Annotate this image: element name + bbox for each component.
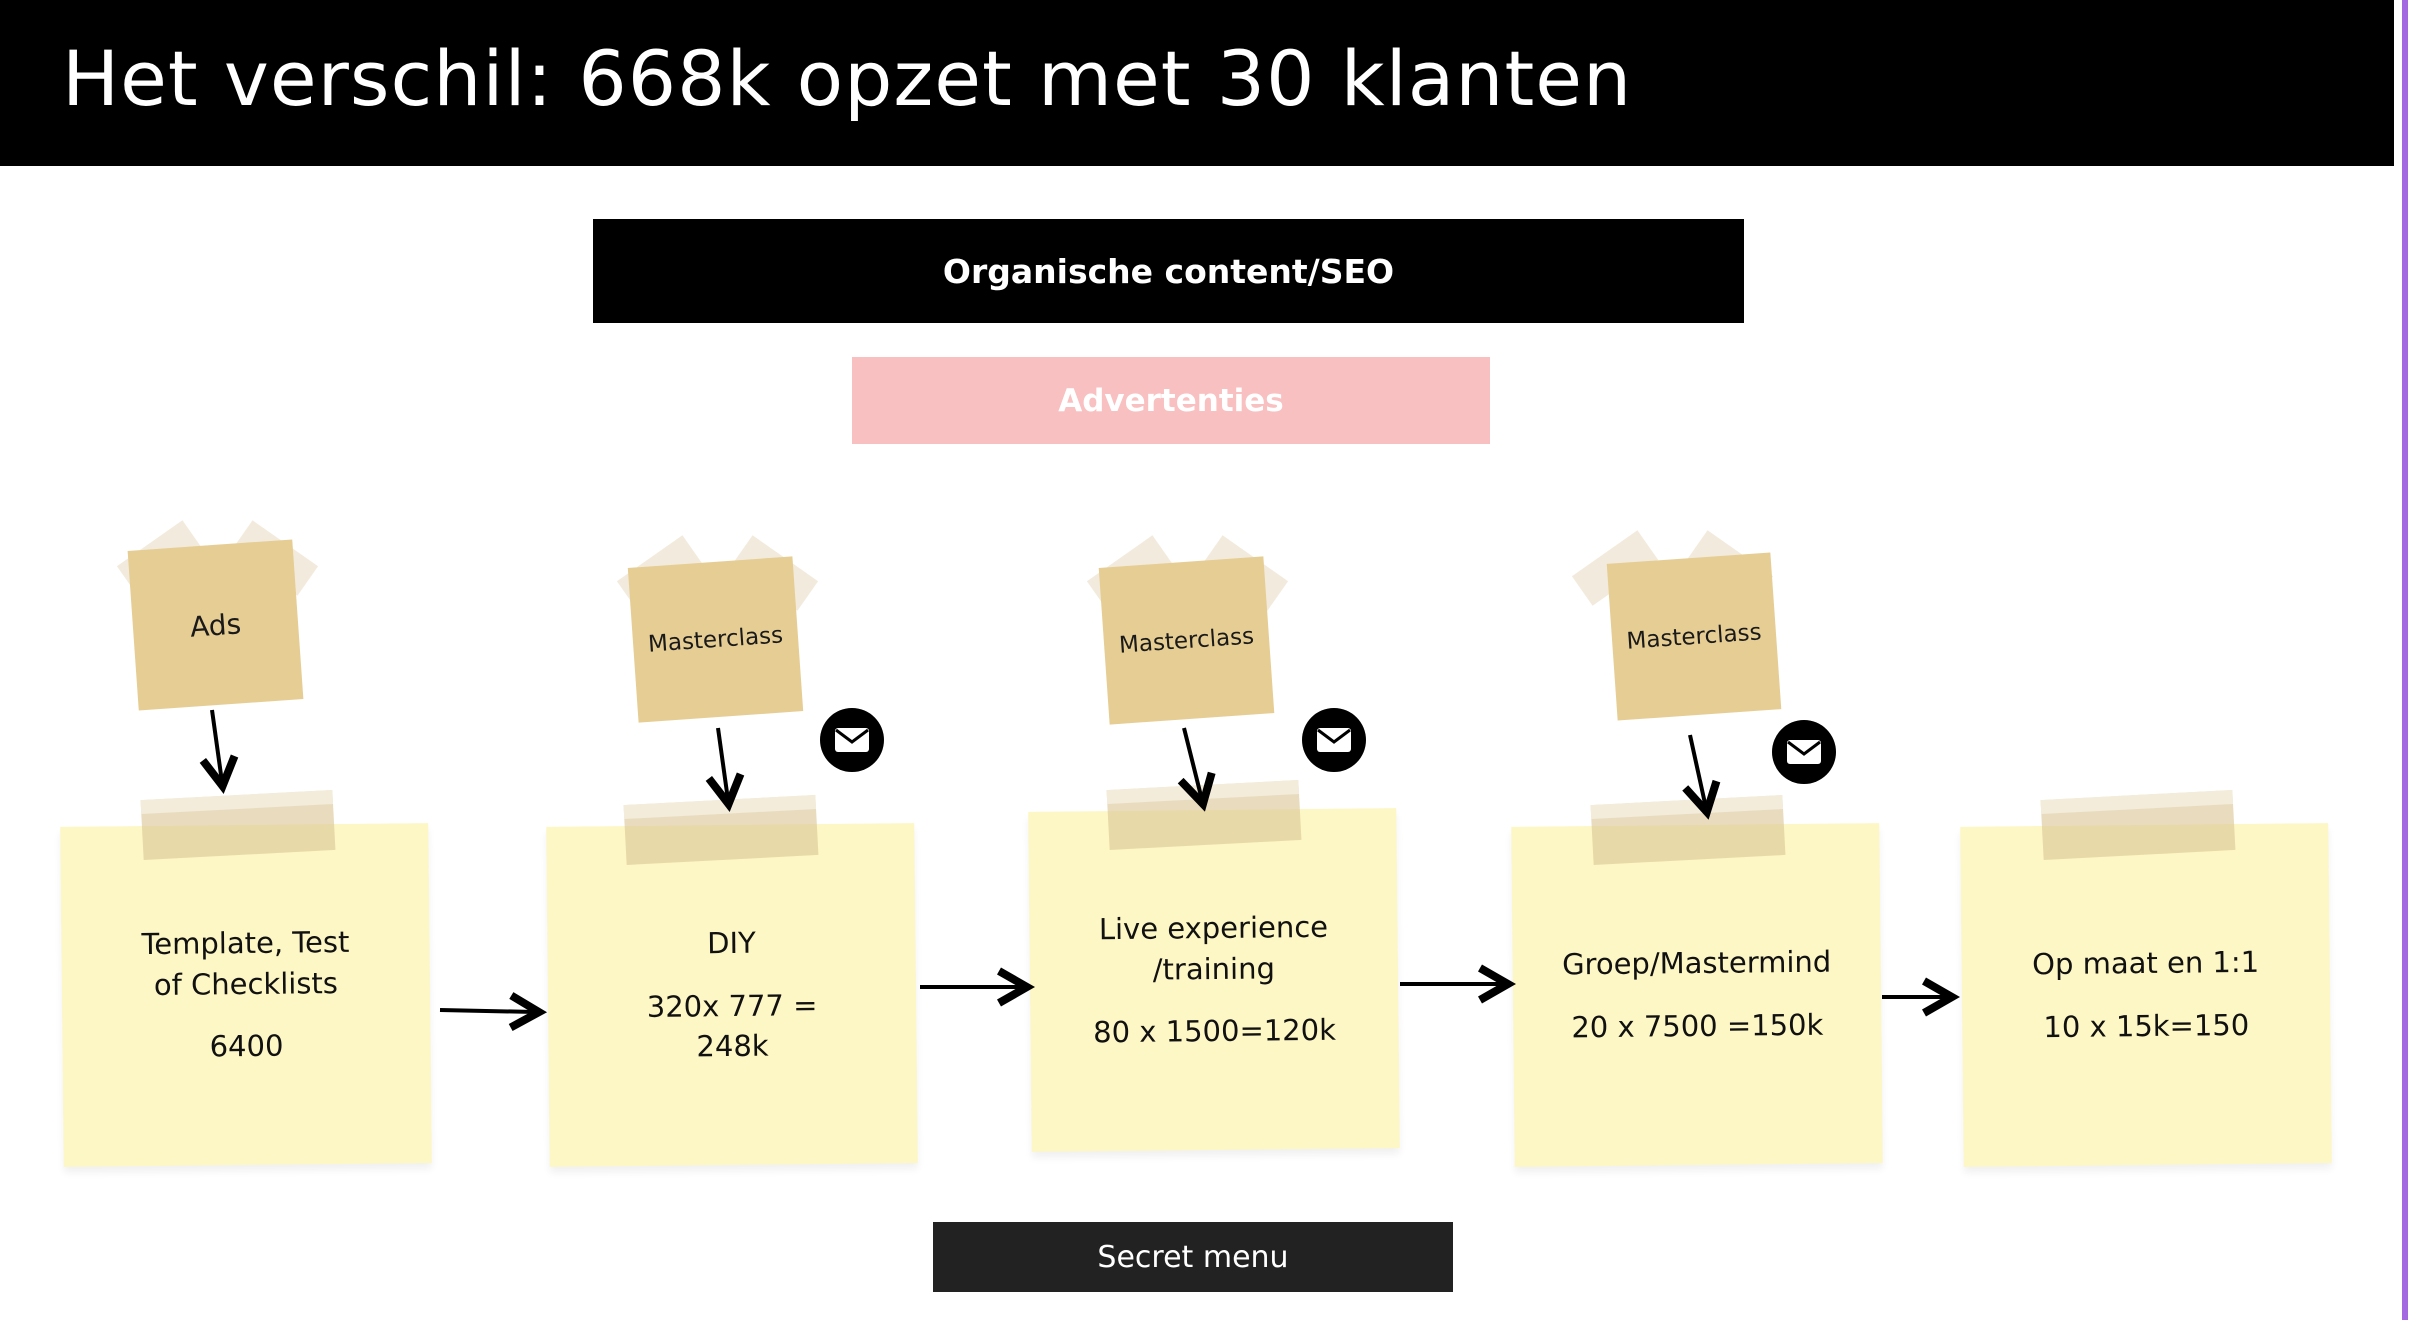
arrow-down-icon (1690, 734, 1706, 808)
band-organic-content: Organische content/SEO (593, 219, 1744, 323)
mail-icon (1772, 720, 1836, 784)
arrow-down-icon (212, 709, 222, 782)
title-bar: Het verschil: 668k opzet met 30 klanten (0, 0, 2394, 166)
arrow-right-icon (439, 1010, 535, 1012)
band-secret-menu: Secret menu (933, 1222, 1453, 1292)
page-title: Het verschil: 668k opzet met 30 klanten (62, 34, 1633, 123)
arrow-down-icon (1184, 727, 1202, 800)
mail-icon (820, 708, 884, 772)
arrow-down-icon (718, 727, 728, 800)
band-advertenties: Advertenties (852, 357, 1490, 444)
window-edge (2402, 0, 2408, 1320)
mail-icon (1302, 708, 1366, 772)
